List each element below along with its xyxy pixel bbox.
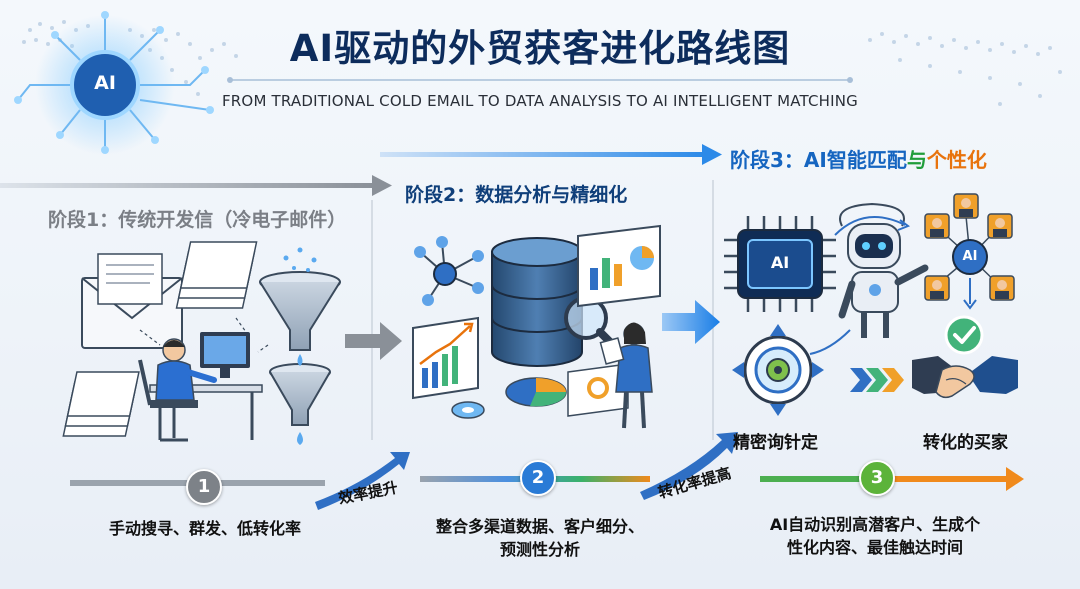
page-subtitle: FROM TRADITIONAL COLD EMAIL TO DATA ANAL…	[221, 92, 859, 110]
ai-chip-icon	[724, 216, 836, 312]
ai-hub-label: AI	[962, 249, 978, 264]
target-crosshair-icon	[732, 324, 824, 416]
ai-chip-label: AI	[770, 253, 790, 272]
stage3-number-badge: 3	[859, 460, 895, 496]
stage3-title-part2: 与	[906, 148, 927, 172]
person-at-computer-icon	[138, 332, 263, 442]
document-stack-icon-2	[62, 371, 140, 437]
dashed-connector	[139, 317, 269, 353]
analyst-person-icon	[599, 322, 653, 429]
stage3-description-line: AI自动识别高潜客户、生成个	[769, 515, 981, 534]
stage2-description-line: 整合多渠道数据、客户细分、	[435, 517, 644, 536]
robot-icon	[838, 202, 929, 338]
handshake-icon	[912, 356, 1018, 399]
stage3-header-arrow	[380, 144, 722, 165]
check-badge-icon	[944, 315, 984, 355]
stage1-description-line: 手动搜寻、群发、低转化率	[108, 519, 301, 538]
ai-circuit-badge	[14, 11, 214, 155]
page-title: AI驱动的外贸获客进化路线图	[289, 27, 791, 70]
stage1-number-badge: 1	[186, 469, 222, 505]
stage2-header-arrow	[0, 175, 392, 196]
stage3-description: AI自动识别高潜客户、生成个 性化内容、最佳触达时间	[730, 513, 1020, 559]
stage-transition-arrow-gray	[345, 322, 402, 360]
world-map-right	[868, 32, 1062, 106]
envelope-icon	[81, 253, 183, 349]
conversion-boost-arrow	[640, 432, 738, 500]
funnel-icon	[259, 247, 341, 445]
stage3-description-line: 性化内容、最佳触达时间	[786, 538, 963, 557]
stage3-title-part1: 阶段3：AI智能匹配	[730, 148, 907, 172]
stage3-title: 阶段3：AI智能匹配与个性化	[730, 144, 987, 173]
stage2-number-badge: 2	[520, 460, 556, 496]
document-stack-icon	[175, 241, 258, 309]
ai-badge-label: AI	[94, 72, 116, 94]
ai-hub-icon	[924, 193, 1015, 310]
line-chart-board-icon	[412, 316, 479, 400]
stage1-description: 手动搜寻、群发、低转化率	[60, 517, 350, 540]
report-paper-icon	[567, 363, 629, 417]
stage2-title: 阶段2：数据分析与精细化	[405, 184, 628, 206]
bar-chart-board-icon	[577, 224, 661, 308]
stage2-description-line: 预测性分析	[499, 540, 580, 559]
stage1-title: 阶段1：传统开发信（冷电子邮件）	[48, 209, 347, 231]
stage3-title-part3: 个性化	[926, 148, 987, 172]
pie-chart-icon	[451, 377, 567, 419]
chevron-arrows-icon	[850, 368, 904, 392]
database-icon	[491, 237, 583, 367]
precise-targeting-label: 精密询针定	[733, 433, 818, 453]
converted-buyer-label: 转化的买家	[923, 433, 1008, 453]
efficiency-boost-arrow	[315, 452, 410, 510]
stage2-description: 整合多渠道数据、客户细分、 预测性分析	[395, 515, 685, 561]
stage-transition-arrow-blue	[662, 300, 720, 344]
network-nodes-icon	[414, 236, 484, 306]
